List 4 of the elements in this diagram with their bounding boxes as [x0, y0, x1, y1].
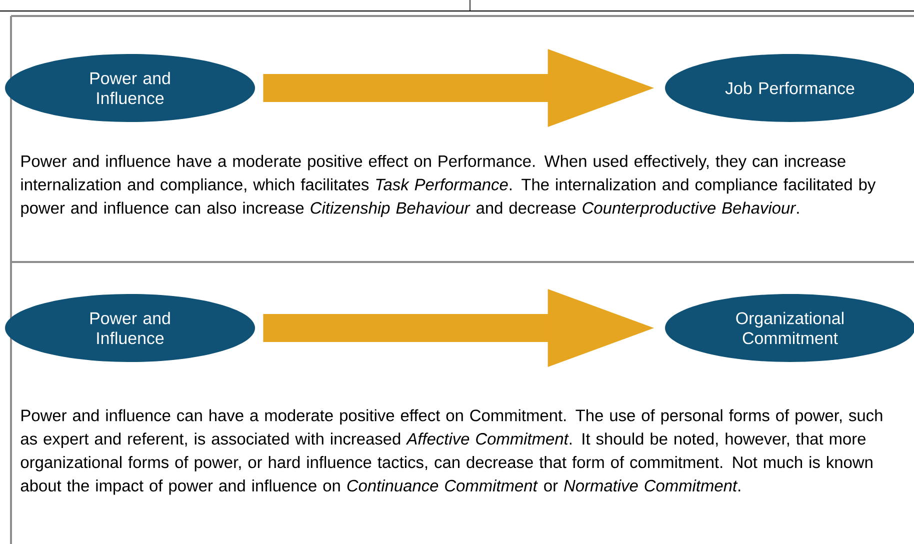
paragraph: Power and influence have a moderate positive effect on Performance. When used effectively, they can increase internalization and compliance, which facilitates Task Performance. The internalization and compliance facilitated by power and influence can also increase Citizenship Behaviour and decrease Counterproductive Behaviour. — [21, 154, 876, 218]
oval: Power and Influence — [5, 54, 255, 122]
paragraph: Power and influence can have a moderate positive effect on Commitment. The use of personal forms of power, such as expert and referent, is associated with increased Affective Commitment. It should be noted, however, that more organizational forms of power, or hard influence tactics, can decrease that form of commitment. Not much is known about the impact of power and influence on Continuance Commitment or Normative Commitment. — [20, 409, 882, 495]
oval: Power and Influence — [5, 294, 255, 362]
